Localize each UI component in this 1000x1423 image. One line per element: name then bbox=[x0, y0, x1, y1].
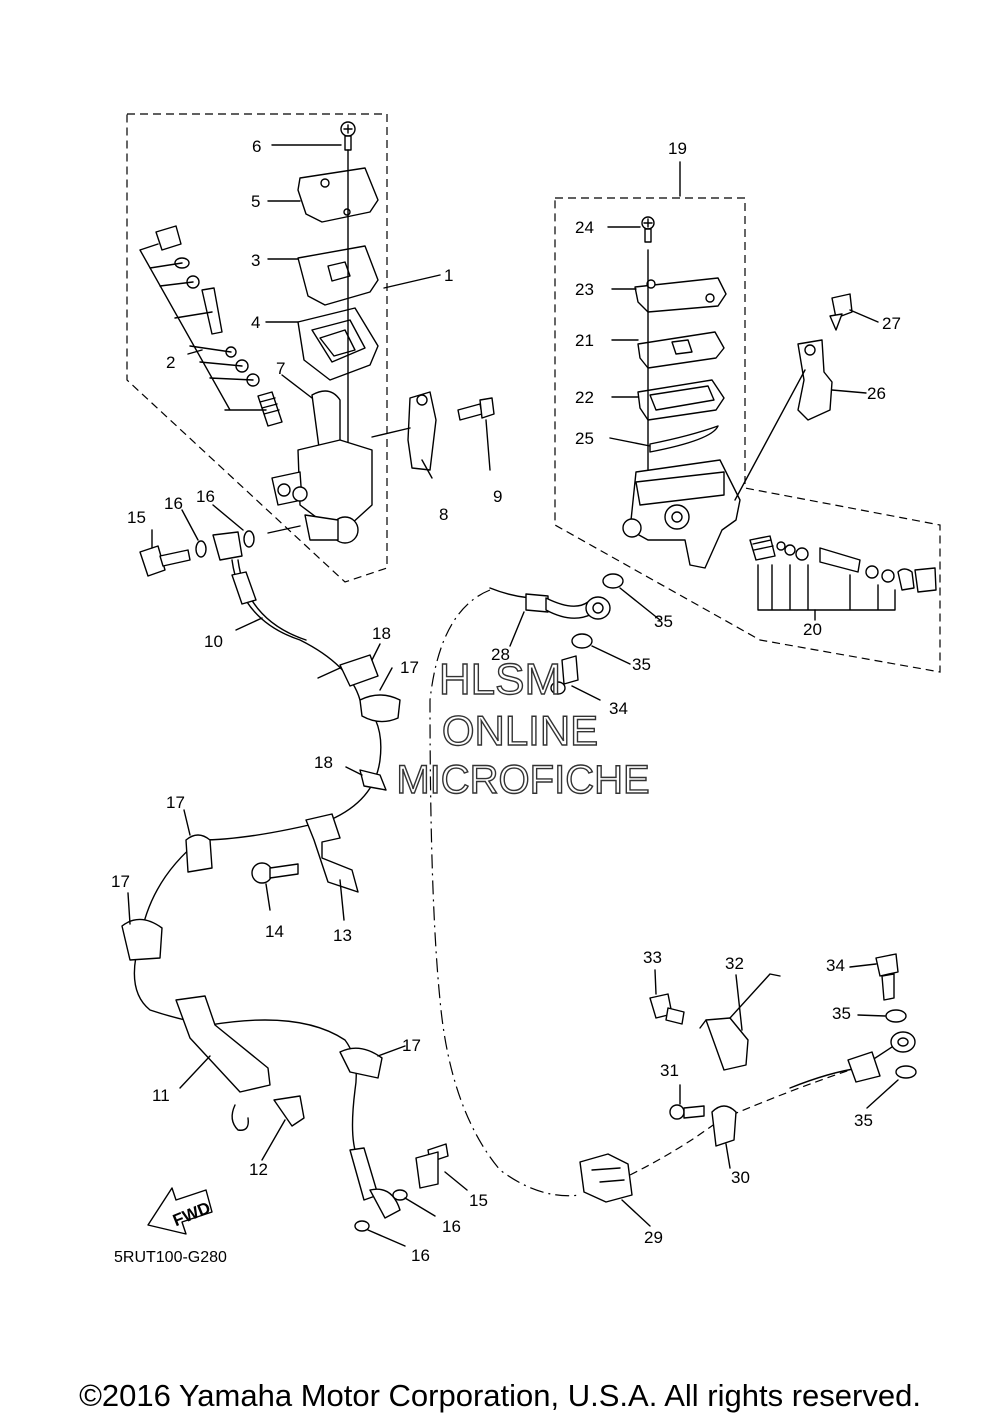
part-label: 16 bbox=[164, 494, 183, 513]
part-label: 17 bbox=[400, 658, 419, 677]
part-label: 31 bbox=[660, 1061, 679, 1080]
copyright-notice: ©2016 Yamaha Motor Corporation, U.S.A. A… bbox=[79, 1378, 921, 1413]
part-label: 11 bbox=[152, 1086, 170, 1105]
part-label: 4 bbox=[251, 313, 260, 332]
part-label: 17 bbox=[402, 1036, 421, 1055]
part-label: 26 bbox=[867, 384, 886, 403]
part-label: 12 bbox=[249, 1160, 268, 1179]
part-label: 8 bbox=[439, 505, 448, 524]
part-label: 13 bbox=[333, 926, 352, 945]
part-label: 34 bbox=[609, 699, 628, 718]
part-label: 25 bbox=[575, 429, 594, 448]
part-label: 23 bbox=[575, 280, 594, 299]
part-label: 33 bbox=[643, 948, 662, 967]
part-label: 30 bbox=[731, 1168, 750, 1187]
part-label: 28 bbox=[491, 645, 510, 664]
part-label: 6 bbox=[252, 137, 261, 156]
drawing-code: 5RUT100-G280 bbox=[114, 1249, 227, 1266]
part-label: 1 bbox=[444, 266, 453, 285]
rear-master-cylinder-group bbox=[571, 161, 937, 665]
part-label: 16 bbox=[411, 1246, 430, 1265]
part-number-labels: 1 2 3 4 5 6 7 8 9 10 11 12 13 14 15 15 1… bbox=[111, 137, 901, 1265]
rear-hose-routing bbox=[429, 587, 917, 1227]
part-label: 9 bbox=[493, 487, 502, 506]
part-label: 17 bbox=[111, 872, 130, 891]
watermark-line-1: HLSM bbox=[439, 655, 561, 704]
fwd-arrow-icon: FWD bbox=[147, 1187, 213, 1235]
assembly-box-rear-master-cylinder bbox=[554, 197, 941, 673]
part-label: 17 bbox=[166, 793, 185, 812]
part-label: 22 bbox=[575, 388, 594, 407]
part-label: 10 bbox=[204, 632, 223, 651]
part-label: 19 bbox=[668, 139, 687, 158]
part-label: 5 bbox=[251, 192, 260, 211]
part-label: 32 bbox=[725, 954, 744, 973]
part-label: 2 bbox=[166, 353, 175, 372]
part-label: 18 bbox=[314, 753, 333, 772]
assembly-box-front-master-cylinder bbox=[126, 113, 388, 583]
part-label: 35 bbox=[632, 655, 651, 674]
part-label: 34 bbox=[826, 956, 845, 975]
part-label: 15 bbox=[469, 1191, 488, 1210]
watermark-line-2: ONLINE bbox=[442, 707, 598, 754]
part-label: 35 bbox=[854, 1111, 873, 1130]
part-label: 15 bbox=[127, 508, 146, 527]
watermark: HLSM ONLINE MICROFICHE bbox=[396, 654, 651, 802]
part-label: 16 bbox=[442, 1217, 461, 1236]
part-label: 18 bbox=[372, 624, 391, 643]
part-label: 35 bbox=[832, 1004, 851, 1023]
part-label: 21 bbox=[575, 331, 594, 350]
part-label: 3 bbox=[251, 251, 260, 270]
front-master-cylinder-group bbox=[139, 121, 495, 544]
front-hose-routing bbox=[121, 504, 468, 1247]
part-label: 35 bbox=[654, 612, 673, 631]
part-label: 14 bbox=[265, 922, 284, 941]
watermark-line-3: MICROFICHE bbox=[396, 758, 649, 802]
part-label: 7 bbox=[276, 359, 285, 378]
part-label: 20 bbox=[803, 620, 822, 639]
part-label: 27 bbox=[882, 314, 901, 333]
part-label: 16 bbox=[196, 487, 215, 506]
part-label: 29 bbox=[644, 1228, 663, 1247]
part-label: 24 bbox=[575, 218, 594, 237]
